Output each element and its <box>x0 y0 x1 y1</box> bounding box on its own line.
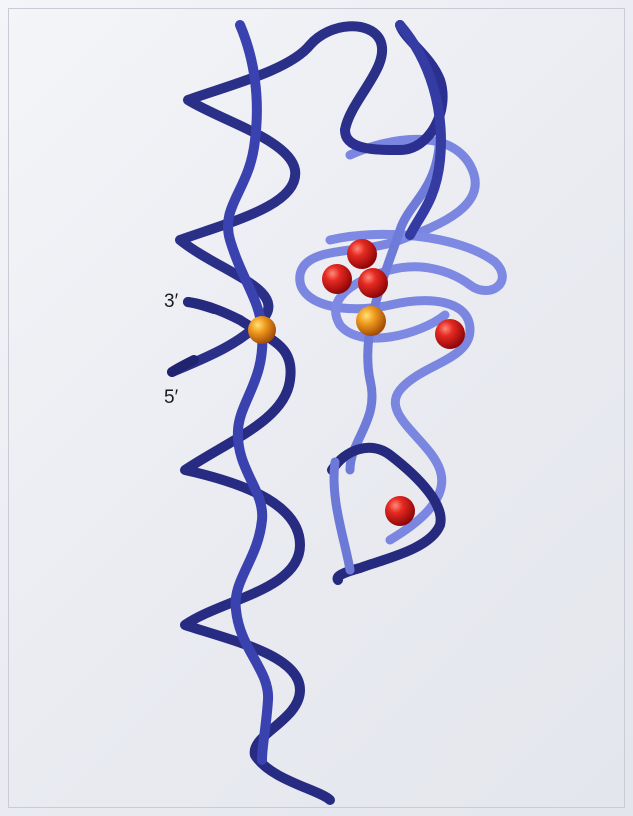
red-ion-sphere <box>322 264 352 294</box>
orange-ion-sphere <box>248 316 276 344</box>
orange-ion-sphere <box>356 306 386 336</box>
backbone-lower-bulge-light <box>334 462 350 570</box>
backbone-main-helix-upper <box>172 26 382 372</box>
five-prime-label: 5′ <box>164 387 179 408</box>
backbone-3prime-end <box>188 302 214 309</box>
three-prime-label: 3′ <box>164 291 179 312</box>
backbone-5prime-end <box>172 360 194 372</box>
red-ion-sphere <box>347 239 377 269</box>
red-ion-sphere <box>435 319 465 349</box>
backbone-top-loop <box>345 25 443 150</box>
red-ion-sphere <box>385 496 415 526</box>
red-ion-sphere <box>358 268 388 298</box>
